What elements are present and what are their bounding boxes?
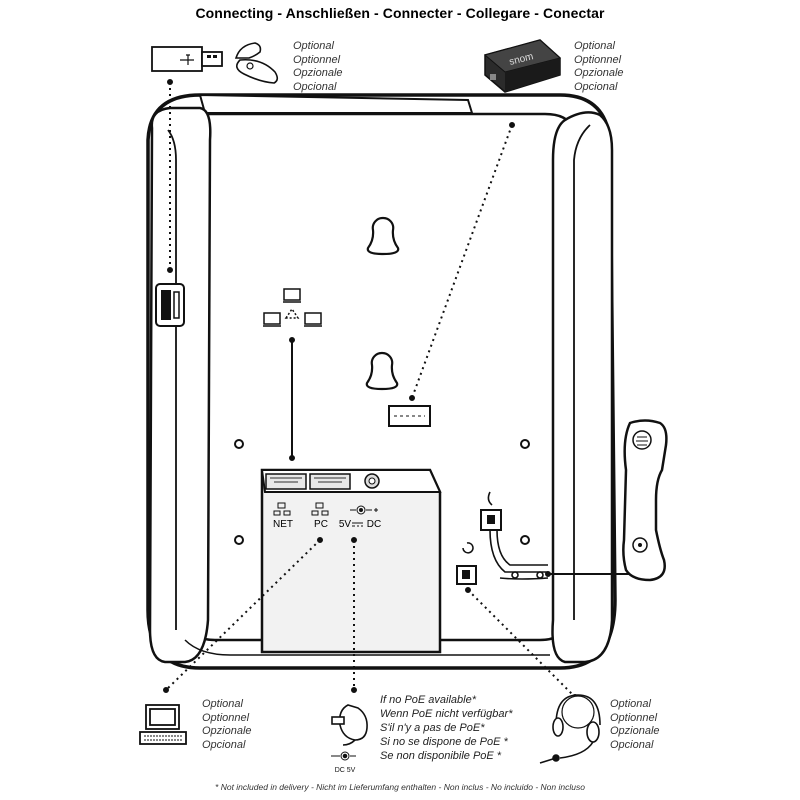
poe-note-en: If no PoE available*	[380, 694, 477, 706]
optional-label-en: Optional	[202, 698, 243, 710]
optional-label-it: Opzionale	[610, 725, 660, 737]
handset-port-icon	[480, 491, 502, 531]
dc-jack	[364, 473, 380, 489]
net-port-label: NET	[273, 519, 293, 530]
keyhole-mount-icon	[366, 216, 400, 256]
bluetooth-headset-icon	[234, 42, 279, 84]
cable-channel	[489, 529, 549, 580]
keyhole-mount-icon	[365, 351, 399, 391]
optional-label-en: Optional	[574, 40, 615, 52]
poe-note-es: Si no se dispone de PoE *	[380, 736, 508, 748]
power-icon-label: DC 5V	[335, 767, 356, 774]
pc-port-label: PC	[314, 519, 328, 530]
ehs-port	[388, 405, 431, 427]
diagram-title: Connecting - Anschließen - Connecter - C…	[195, 5, 605, 21]
network-icon	[263, 288, 322, 327]
optional-label-pc: Optional Optionnel Opzionale Opcional	[202, 698, 252, 752]
power-adapter-icon: DC 5V	[331, 704, 368, 774]
usb-stick-icon	[151, 46, 223, 72]
optional-label-es: Opcional	[202, 738, 246, 751]
optional-label-en: Optional	[293, 40, 334, 52]
optional-label-it: Opzionale	[574, 67, 624, 79]
power-port-label: 5V	[339, 519, 352, 530]
net-jack	[265, 473, 307, 490]
network-icon	[273, 502, 329, 516]
optional-label-usb: Optional Optionnel Opzionale Opcional	[293, 40, 343, 94]
poe-notes: If no PoE available* Wenn PoE nicht verf…	[380, 693, 512, 763]
optional-label-es: Opcional	[293, 80, 337, 93]
footnote: * Not included in delivery - Nicht im Li…	[215, 782, 585, 792]
optional-label-ehs: Optional Optionnel Opzionale Opcional	[574, 40, 624, 94]
poe-note-it: Se non disponibile PoE *	[380, 750, 502, 762]
optional-label-es: Opcional	[574, 80, 618, 93]
computer-icon	[139, 704, 187, 745]
optional-label-it: Opzionale	[202, 725, 252, 737]
optional-label-fr: Optionnel	[293, 53, 341, 66]
optional-label-fr: Optionnel	[610, 711, 658, 724]
poe-note-de: Wenn PoE nicht verfügbar*	[380, 708, 513, 720]
dc-polarity-icon	[350, 505, 378, 515]
handset-icon	[622, 419, 668, 582]
connector-box: NET PC 5V DC	[260, 468, 442, 654]
ehs-adapter-icon: snom	[483, 39, 562, 93]
usb-port-icon	[155, 283, 185, 327]
optional-label-it: Opzionale	[293, 67, 343, 79]
headset-port-icon	[456, 542, 477, 585]
pc-jack	[309, 473, 351, 490]
headset-icon	[539, 694, 601, 764]
power-dc-label: DC	[367, 519, 381, 530]
poe-note-fr: S'il n'y a pas de PoE*	[380, 722, 485, 734]
optional-label-fr: Optionnel	[574, 53, 622, 66]
screw-holes	[234, 439, 530, 545]
optional-label-headset: Optional Optionnel Opzionale Opcional	[610, 698, 660, 752]
optional-label-fr: Optionnel	[202, 711, 250, 724]
optional-label-en: Optional	[610, 698, 651, 710]
optional-label-es: Opcional	[610, 738, 654, 751]
